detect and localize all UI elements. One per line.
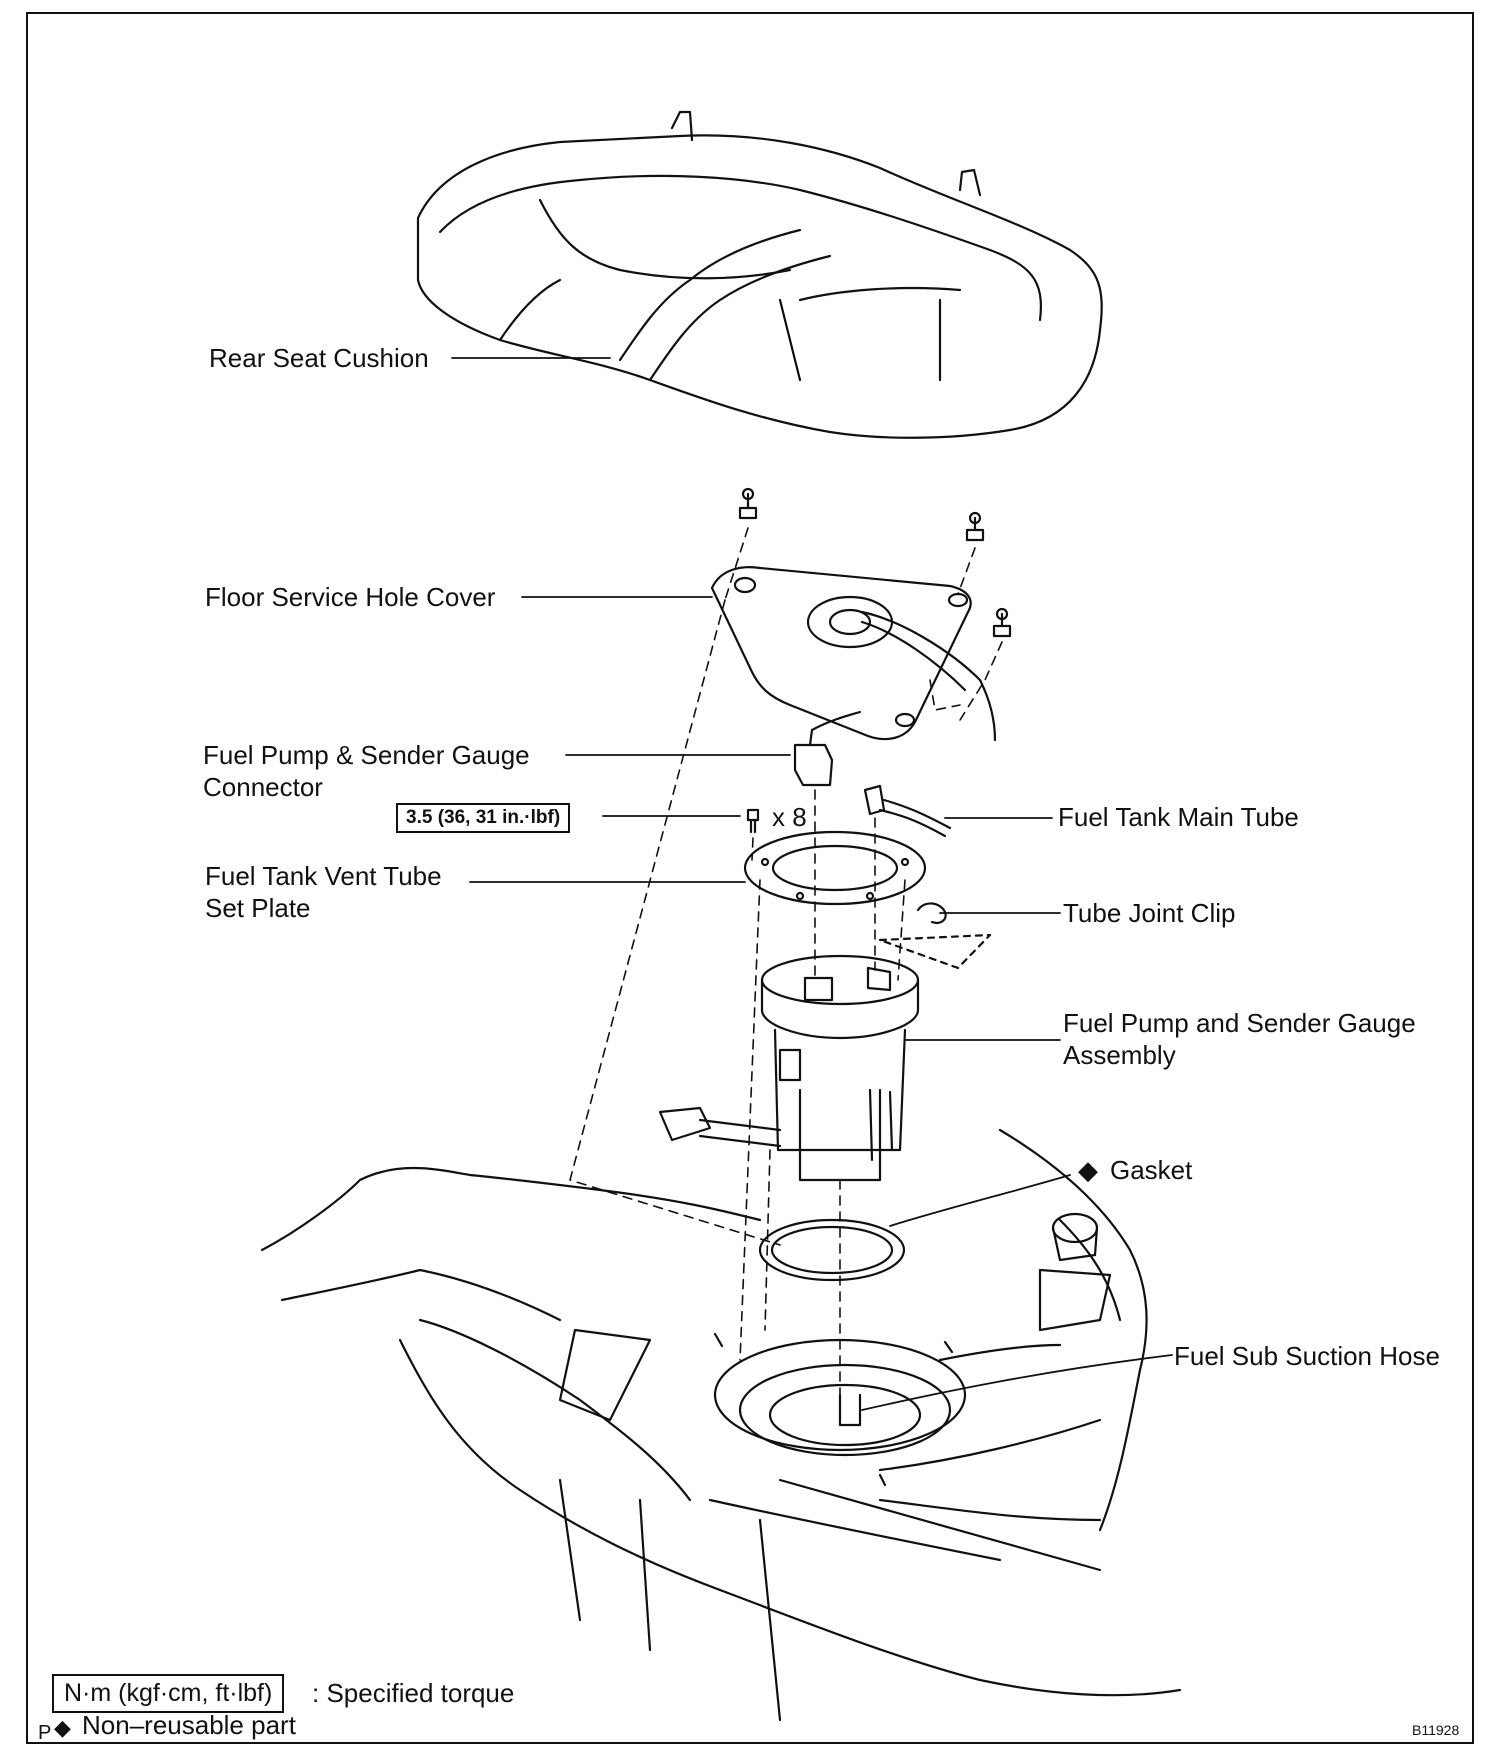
label-rear-seat-cushion: Rear Seat Cushion	[209, 343, 429, 373]
label-pump-assembly-line1: Fuel Pump and Sender Gauge	[1063, 1008, 1416, 1038]
label-fuel-sub-suction-hose: Fuel Sub Suction Hose	[1174, 1341, 1440, 1371]
figure-code: B11928	[1412, 1722, 1460, 1738]
rear-seat-cushion-drawing	[416, 110, 1103, 439]
label-bolt-count: x 8	[772, 802, 807, 832]
label-fuel-tank-main-tube: Fuel Tank Main Tube	[1058, 802, 1299, 832]
set-plate-bolt-drawing	[746, 808, 760, 834]
label-connector-line2: Connector	[203, 772, 323, 802]
label-floor-service-hole-cover: Floor Service Hole Cover	[205, 582, 496, 612]
vent-tube-set-plate-drawing	[743, 830, 927, 906]
label-vent-tube-line1: Fuel Tank Vent Tube	[205, 861, 442, 891]
fuel-pump-assembly-drawing	[658, 954, 920, 1182]
label-connector-line1: Fuel Pump & Sender Gauge	[203, 740, 530, 770]
leader-lines	[451, 357, 1173, 1411]
fuel-tank-main-tube-drawing	[863, 784, 952, 838]
connector-drawing	[793, 710, 862, 787]
legend-non-reusable-text: Non–reusable part	[82, 1710, 296, 1740]
tube-joint-clip-drawing	[878, 902, 992, 970]
gasket-drawing	[758, 1218, 906, 1282]
fuel-tank-drawing	[260, 1128, 1182, 1722]
alignment-lines	[569, 527, 1003, 1401]
non-reusable-symbol: ◆	[54, 1715, 71, 1740]
cover-bolts-drawing	[738, 487, 1012, 638]
label-tube-joint-clip: Tube Joint Clip	[1063, 898, 1236, 928]
diagram-frame	[26, 12, 1474, 1744]
label-vent-tube-line2: Set Plate	[205, 893, 311, 923]
label-gasket: Gasket	[1110, 1155, 1193, 1185]
torque-spec-box: 3.5 (36, 31 in.·lbf)	[396, 803, 571, 833]
corner-mark: P	[38, 1722, 52, 1744]
legend-torque-text: : Specified torque	[312, 1678, 515, 1708]
legend-torque-unit-box: N·m (kgf·cm, ft·lbf)	[52, 1674, 285, 1713]
label-gasket-symbol: ◆	[1078, 1155, 1098, 1185]
label-pump-assembly-line2: Assembly	[1063, 1040, 1176, 1070]
floor-service-hole-cover-drawing	[710, 566, 997, 742]
